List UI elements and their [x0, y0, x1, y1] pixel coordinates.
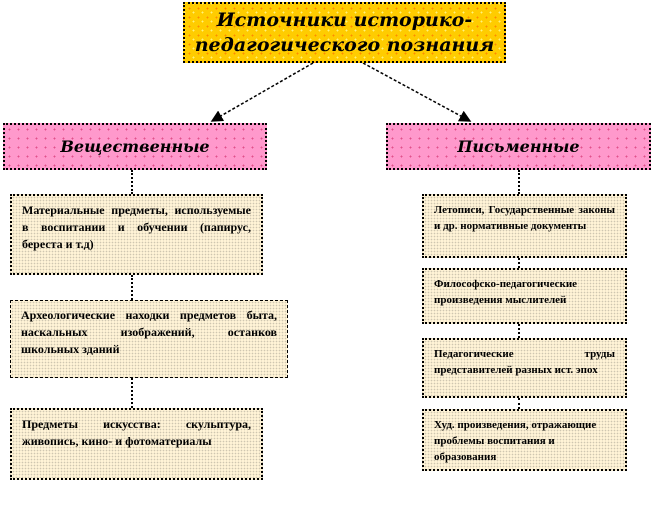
category-written-label: Письменные	[457, 137, 580, 156]
connector-right-2	[518, 258, 520, 268]
written-item-3: Педагогические труды представителей разн…	[422, 338, 627, 398]
diagram-root-title: Источники историко- педагогического позн…	[183, 2, 506, 63]
connector-right-1	[518, 170, 520, 194]
category-material: Вещественные	[3, 123, 267, 170]
connector-left-2	[131, 275, 133, 300]
arrow-to-material	[210, 62, 314, 122]
root-title-line2: педагогического познания	[194, 33, 495, 56]
material-item-1: Материальные предметы, используемые в во…	[10, 194, 263, 275]
written-item-4: Худ. произведения, отражающие проблемы в…	[422, 409, 627, 471]
connector-right-3	[518, 324, 520, 338]
written-item-1: Летописи, Государственные законы и др. н…	[422, 194, 627, 258]
arrow-to-written	[362, 62, 472, 122]
connector-left-1	[131, 170, 133, 194]
written-item-2: Философско-педагогические произведения м…	[422, 268, 627, 324]
material-item-2: Археологические находки предметов быта, …	[10, 300, 288, 378]
connector-left-3	[131, 378, 133, 408]
root-title-line1: Источники историко-	[216, 8, 473, 31]
category-written: Письменные	[386, 123, 651, 170]
material-item-3: Предметы искусства: скульптура, живопись…	[10, 408, 263, 480]
connector-right-4	[518, 398, 520, 409]
category-material-label: Вещественные	[60, 137, 210, 156]
